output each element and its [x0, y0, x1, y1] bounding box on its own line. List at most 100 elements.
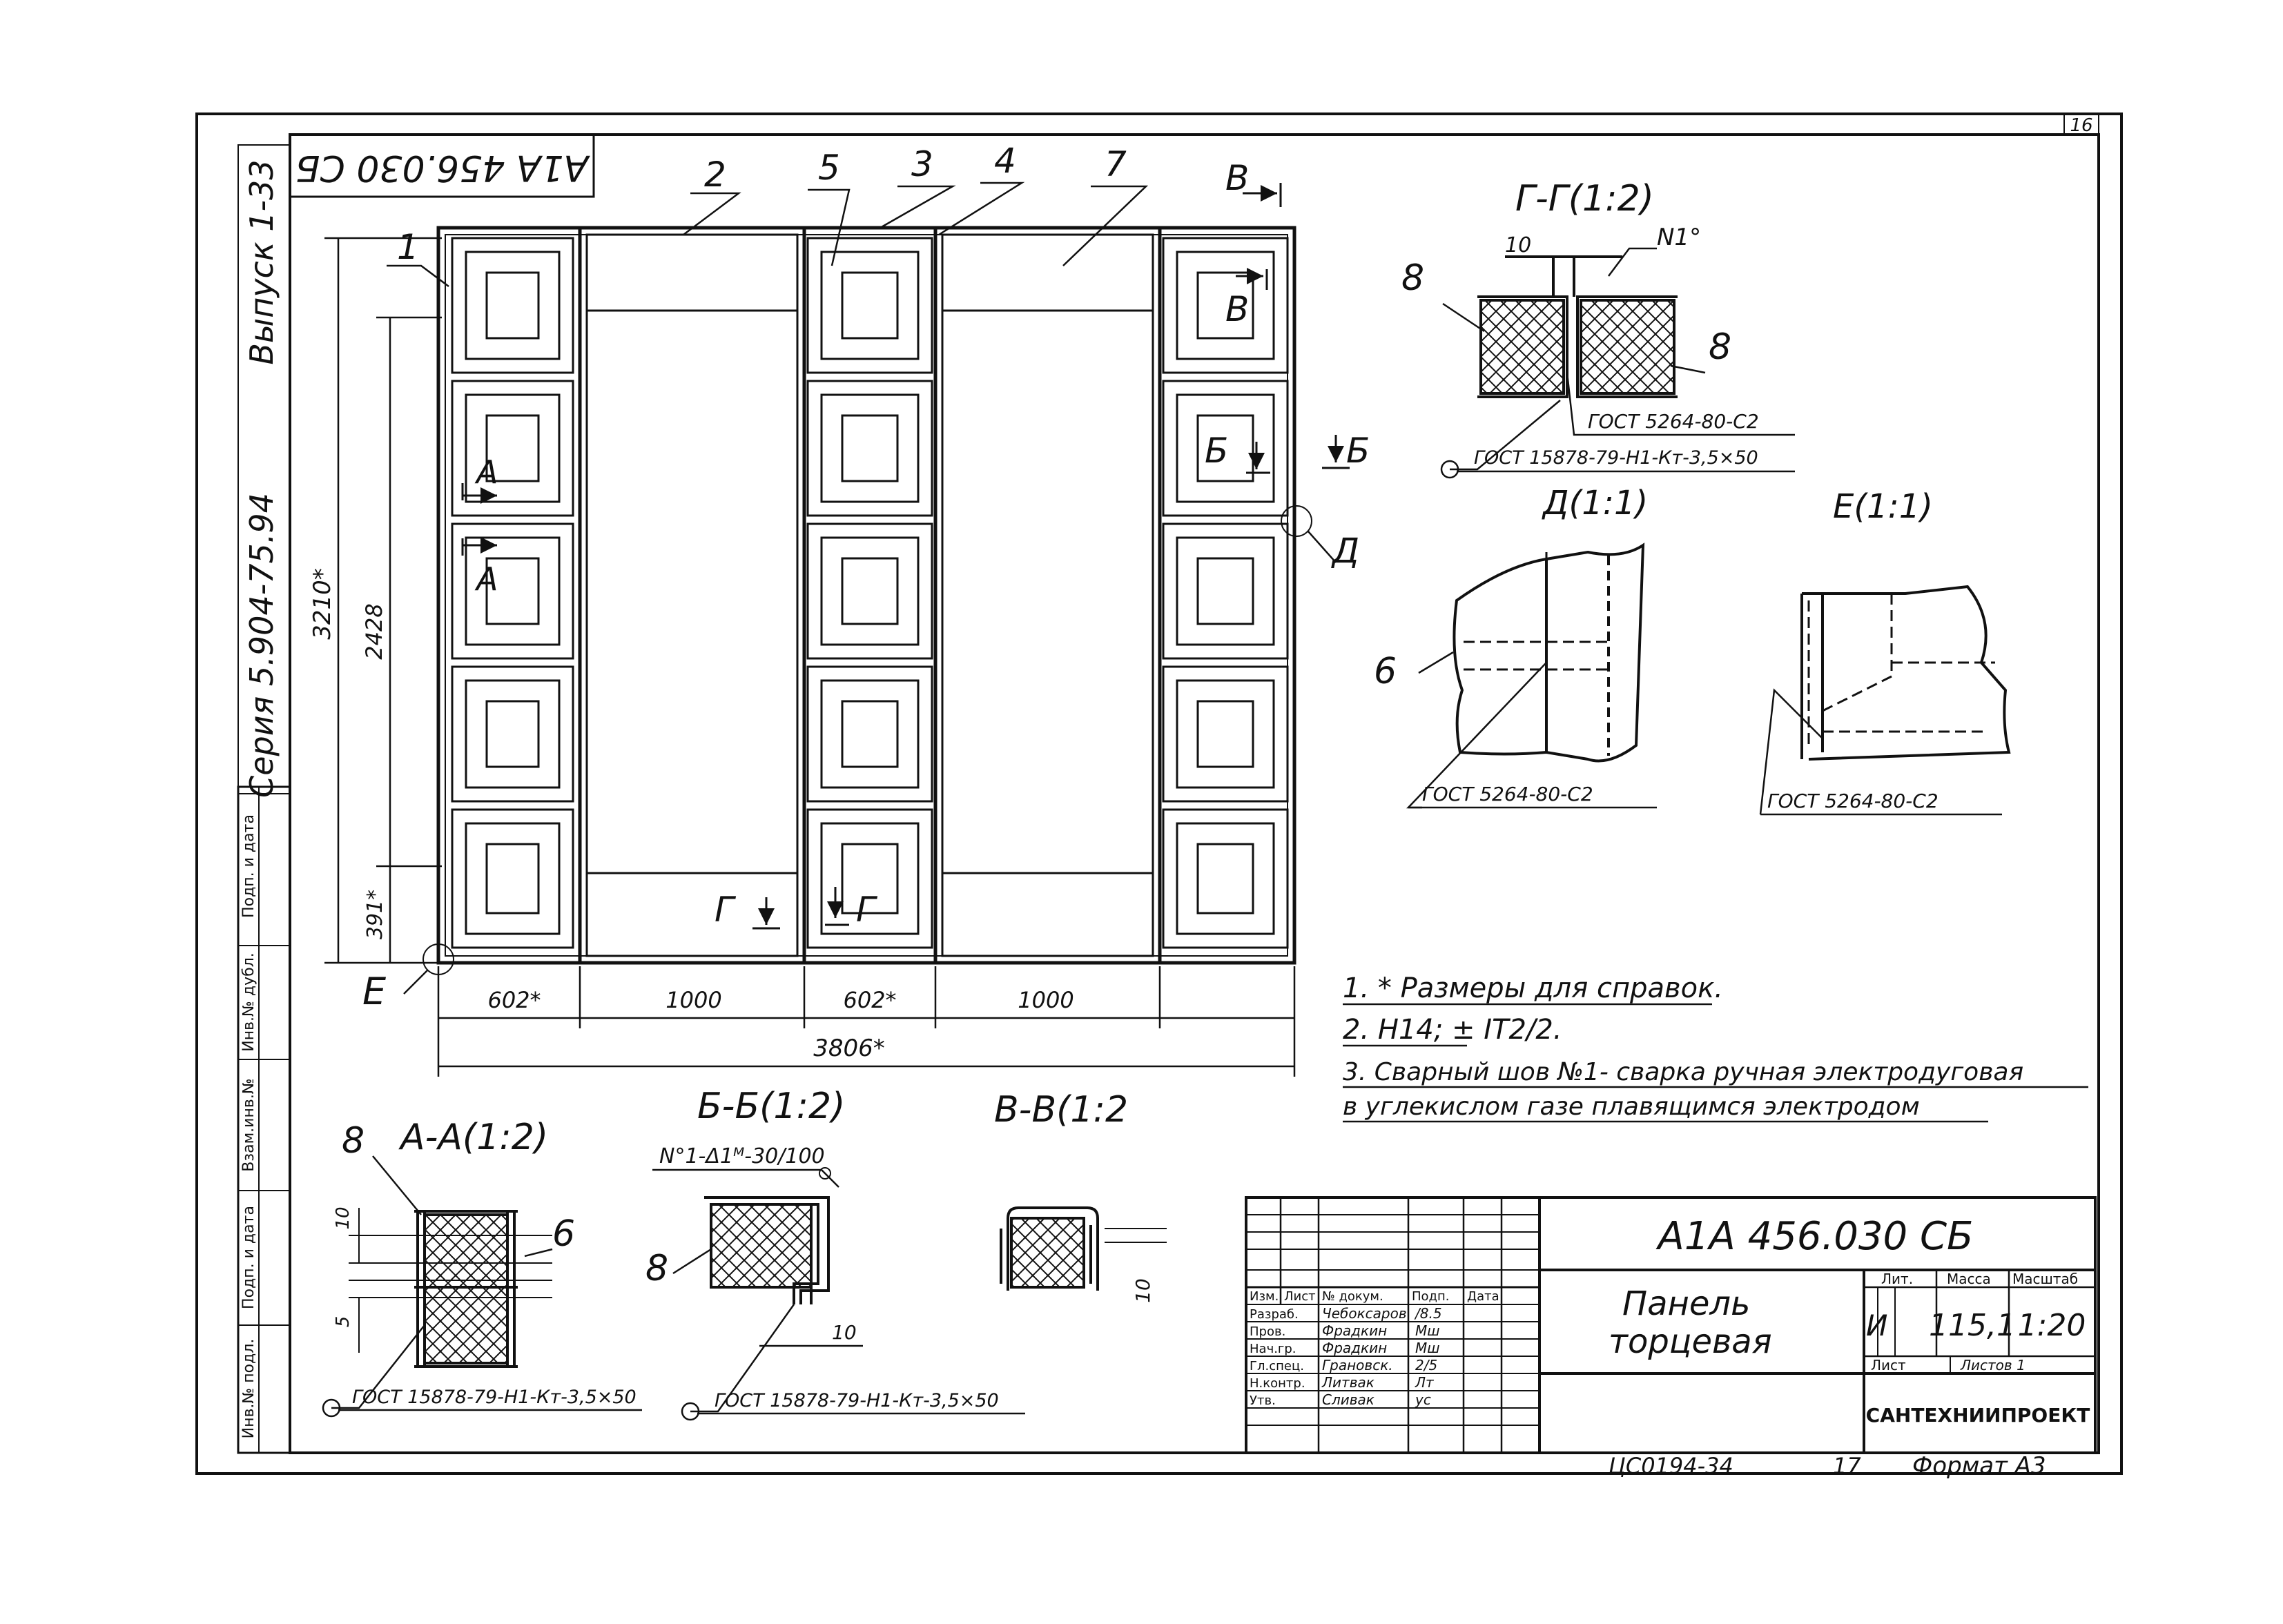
section-G-label-right: 8: [1709, 326, 1731, 368]
tb-mass-label: Масса: [1947, 1271, 1991, 1287]
section-G-weld: N1°: [1657, 224, 1701, 251]
section-A-dim-bottom: 5: [333, 1316, 353, 1328]
rotated-code: А1А 456.030 СБ: [295, 147, 590, 188]
detail-D-marker: [1281, 505, 1312, 537]
section-B-weld: N°1-Δ1ᴹ-30/100: [659, 1144, 825, 1168]
dimension-lines: [324, 237, 1296, 1077]
section-B-profile: [704, 1196, 830, 1304]
format-label: Формат А3: [1912, 1452, 2046, 1480]
callout-7: 7: [1105, 144, 1127, 184]
dim-bottom-height: 391*: [363, 890, 387, 939]
callout-1: 1: [397, 227, 419, 267]
section-A-gost: ГОСТ 15878-79-Н1-Кт-3,5×50: [352, 1387, 637, 1408]
margin-stamp: [237, 785, 291, 1454]
detail-D-hidden: [1464, 552, 1609, 752]
callout-leaders: [387, 182, 1149, 287]
section-arrows: [461, 183, 1350, 930]
section-mark-B-2: Б: [1346, 431, 1370, 471]
section-A-label-right: 6: [552, 1213, 575, 1255]
stamp-cell-dup-inv: Инв.№ дубл.: [240, 952, 258, 1052]
detail-E-hidden: [1807, 594, 1995, 745]
bottom-code: ЦС0194-34: [1609, 1453, 1733, 1479]
section-B-insulation: [710, 1203, 813, 1289]
margin-strip: [237, 144, 291, 794]
note-3: 3. Сварный шов №1- сварка ручная электро…: [1343, 1058, 2023, 1086]
section-B-dim: 10: [832, 1321, 857, 1344]
tb-role-4: Н.контр.: [1250, 1376, 1305, 1391]
page-number: 16: [2070, 115, 2092, 136]
tb-name-line1: Панель: [1622, 1284, 1750, 1323]
detail-E-gost: ГОСТ 5264-80-С2: [1767, 790, 1939, 812]
section-A-dim-lines: [349, 1208, 552, 1353]
dim-total-height: 3210*: [309, 568, 336, 640]
section-V-title: В-В(1:2: [994, 1089, 1128, 1131]
dim-width-602-2: 602*: [843, 987, 896, 1013]
tb-name-4: Литвак: [1321, 1374, 1374, 1391]
callout-3: 3: [911, 144, 933, 184]
section-G-label-left: 8: [1401, 257, 1424, 299]
section-G-gost-screw: ГОСТ 15878-79-Н1-Кт-3,5×50: [1474, 447, 1758, 469]
tb-scale-value: 1:20: [2018, 1308, 2086, 1343]
stamp-cell-sign-date-1: Подп. и дата: [240, 814, 258, 918]
tb-sign-0: /8.5: [1414, 1305, 1442, 1322]
note-3-cont: в углекислом газе плавящимся электродом: [1343, 1093, 1920, 1121]
detail-D-title: Д(1:1): [1542, 484, 1648, 522]
stamp-cell-orig-inv: Инв.№ подл.: [240, 1339, 258, 1439]
tb-role-1: Пров.: [1250, 1324, 1285, 1339]
tb-sheets-label: Листов 1: [1960, 1357, 2025, 1373]
section-G-gost-weld: ГОСТ 5264-80-С2: [1588, 410, 1759, 433]
tb-col-sign: Подп.: [1412, 1289, 1449, 1304]
tb-lit-label: Лит.: [1881, 1271, 1913, 1287]
tb-name-line2: торцевая: [1609, 1322, 1772, 1361]
note-2: 2. Н14; ± IТ2/2.: [1343, 1014, 1562, 1046]
section-V-insulation: [1010, 1217, 1085, 1289]
detail-E-title: Е(1:1): [1833, 487, 1933, 526]
notes-block: 1. * Размеры для справок. 2. Н14; ± IТ2/…: [1343, 972, 2088, 1123]
tb-designation: А1А 456.030 СБ: [1656, 1214, 1974, 1259]
series-text: Серия 5.904-75.94: [243, 493, 280, 798]
tb-col-list: Лист: [1284, 1289, 1316, 1304]
tb-name-0: Чебоксаров: [1322, 1305, 1407, 1322]
stamp-cell-replace-inv: Взам.инв.№: [240, 1078, 258, 1171]
section-V-profile: [1000, 1206, 1099, 1291]
section-A-profiles: [414, 1210, 518, 1368]
tb-col-izm: Изм.: [1250, 1289, 1279, 1304]
section-mark-D: Д: [1331, 531, 1359, 571]
detail-D-label: 6: [1374, 651, 1397, 692]
panel-main-view: [436, 226, 1296, 965]
section-B-label: 8: [645, 1248, 668, 1289]
dim-total-width: 3806*: [813, 1035, 885, 1062]
tb-role-5: Утв.: [1250, 1393, 1276, 1408]
bottom-number: 17: [1833, 1453, 1861, 1479]
dim-opening-height: 2428: [361, 603, 387, 659]
dim-width-602-1: 602*: [487, 987, 541, 1013]
issue-text: Выпуск 1-33: [243, 159, 280, 364]
tb-sign-2: Мш: [1415, 1340, 1440, 1356]
callout-5: 5: [818, 148, 840, 188]
section-G-insulation-right: [1580, 299, 1675, 395]
callout-2: 2: [704, 155, 726, 195]
cell-stack-middle: [806, 237, 933, 949]
section-A-label-left: 8: [342, 1120, 365, 1162]
title-block: [1245, 1196, 2097, 1454]
dim-width-1000-1: 1000: [666, 987, 721, 1013]
section-B-title: Б-Б(1:2): [697, 1086, 845, 1127]
section-A-title: А-А(1:2): [398, 1117, 548, 1158]
note-1: 1. * Размеры для справок.: [1343, 972, 1723, 1004]
tb-name-3: Грановск.: [1322, 1357, 1393, 1373]
section-mark-E: Е: [362, 970, 387, 1013]
detail-E-geometry: [1800, 585, 2011, 761]
section-G-dim: 10: [1505, 233, 1531, 257]
section-mark-V-2: В: [1225, 289, 1249, 329]
tb-org: САНТЕХНИИПРОЕКТ: [1866, 1404, 2090, 1427]
section-V-dim: 10: [1131, 1278, 1154, 1303]
tb-sheet-label: Лист: [1871, 1357, 1906, 1373]
tb-sign-1: Мш: [1415, 1322, 1440, 1339]
section-mark-A-1: А: [474, 453, 498, 491]
tb-sign-5: ус: [1415, 1391, 1431, 1408]
tb-col-doc: № докум.: [1322, 1289, 1383, 1304]
tb-scale-label: Масштаб: [2012, 1271, 2078, 1287]
cell-stack-left: [451, 237, 574, 949]
tb-mass-value: 115,1: [1929, 1308, 2016, 1343]
